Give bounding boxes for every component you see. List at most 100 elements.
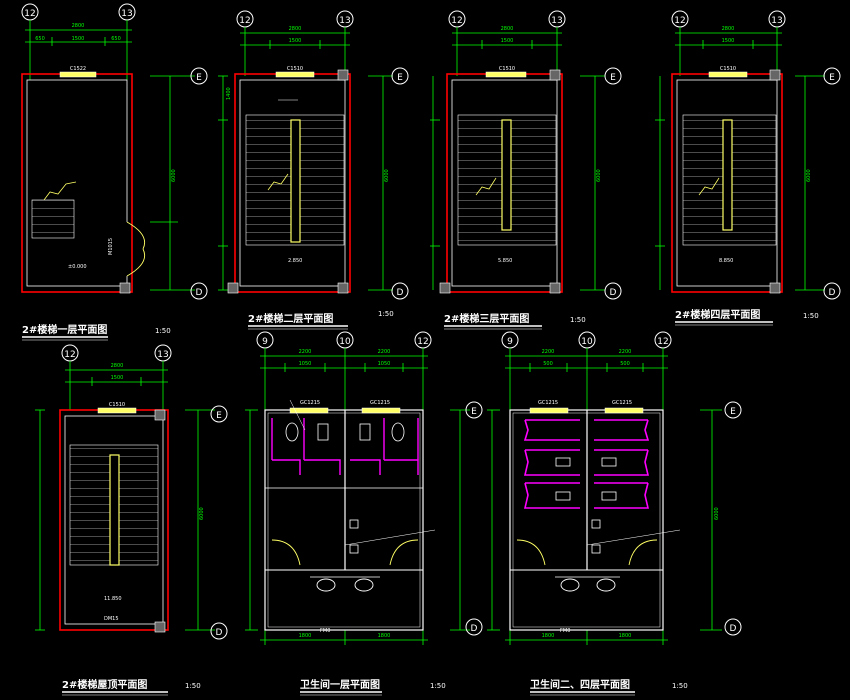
axis-label: E	[216, 411, 222, 421]
axis-label: 9	[507, 337, 513, 347]
sink	[316, 578, 336, 592]
axis-label: 10	[581, 337, 593, 347]
interior-outline	[26, 79, 128, 287]
axis-label: 13	[121, 9, 132, 19]
axis-label: D	[397, 288, 404, 298]
break-line	[43, 181, 77, 201]
window-tag: GC1215	[538, 400, 558, 406]
squat-toilet	[555, 491, 571, 501]
plan-title: 2#楼梯二层平面图	[248, 312, 333, 325]
axis-label: D	[730, 624, 737, 634]
axis-bubble	[190, 67, 208, 85]
plan-scale: 1:50	[185, 682, 201, 690]
plan-toilet-floor-2-4: 9 10 12 2200 2200 500 500 1800 1800 6000…	[487, 331, 742, 696]
door-swing	[271, 539, 301, 566]
window-c1510	[275, 71, 315, 78]
squat-toilet	[601, 457, 617, 467]
dim-text: 2800	[289, 26, 302, 32]
plan-scale: 1:50	[378, 310, 394, 318]
axis-label: E	[196, 73, 202, 83]
squat-toilet	[601, 491, 617, 501]
dim-text: 650	[35, 36, 45, 42]
dim-text: 1500	[501, 38, 514, 44]
column	[119, 282, 131, 294]
door-tag: FM0	[560, 628, 570, 634]
axis-label: 12	[239, 16, 250, 26]
axis-label: 12	[24, 9, 35, 19]
plan-scale: 1:50	[570, 316, 586, 324]
dimension-lines	[25, 20, 195, 291]
axis-label: 9	[262, 337, 268, 347]
door-tag: FM0	[320, 628, 330, 634]
sink	[560, 578, 580, 592]
window-tag: C1522	[70, 66, 86, 72]
stair-flight	[31, 199, 75, 239]
axis-label: E	[397, 73, 403, 83]
door-swing	[126, 221, 146, 277]
dim-text: 2800	[72, 23, 85, 29]
stall-partitions	[272, 459, 419, 475]
dim-text: 6000	[171, 169, 177, 182]
door-swing	[389, 539, 419, 566]
plan-title: 2#楼梯三层平面图	[444, 312, 529, 325]
plan-title: 卫生间二、四层平面图	[530, 678, 630, 691]
dim-text: 6000	[596, 169, 602, 182]
axis-label: E	[610, 73, 616, 83]
window-tag: C1510	[720, 66, 736, 72]
dim-text: 650	[111, 36, 121, 42]
door-tag: DM15	[104, 616, 119, 622]
plan-title: 2#楼梯屋顶平面图	[62, 678, 147, 691]
axis-label: 12	[64, 350, 75, 360]
plan-stair-floor-3: 12 13 2800 1500 6000 E D C1510 5.850 2#楼…	[430, 10, 622, 330]
dim-text: 6000	[714, 507, 720, 520]
axis-label: D	[216, 628, 223, 638]
dim-text: 1800	[378, 633, 391, 639]
dim-text: 1500	[289, 38, 302, 44]
dim-text: 2200	[299, 349, 312, 355]
axis-label: D	[196, 288, 203, 298]
dim-text: 1400	[226, 87, 232, 100]
dim-text: 1800	[619, 633, 632, 639]
dim-text: 1800	[299, 633, 312, 639]
plan-scale: 1:50	[672, 682, 688, 690]
exterior-wall	[21, 73, 133, 293]
toilet-fixture	[285, 422, 299, 442]
dim-text: 6000	[806, 169, 812, 182]
elevation-tag: ±0.000	[68, 264, 87, 270]
window-tag: GC1215	[300, 400, 320, 406]
plan-toilet-floor-1: 9 10 12 2200 2200 1050 1050 1800 1800 E …	[245, 331, 483, 696]
plan-title: 卫生间一层平面图	[300, 678, 380, 691]
dim-text: 1500	[722, 38, 735, 44]
axis-label: 13	[551, 16, 562, 26]
window-tag: C1510	[109, 402, 125, 408]
axis-label: E	[829, 73, 835, 83]
dim-text: 500	[620, 361, 630, 367]
plan-stair-floor-1: 12 13 2800 650 1500 650 6000 E D C1522	[21, 3, 208, 341]
dim-text: 2200	[619, 349, 632, 355]
plan-stair-floor-4: 12 13 2800 1500 6000 E D C1510 8.850 2#楼…	[655, 10, 841, 326]
window-c1522	[59, 71, 97, 78]
dim-text: 6000	[199, 507, 205, 520]
axis-label: 13	[157, 350, 168, 360]
dim-text: 1050	[299, 361, 312, 367]
plan-stair-floor-2: 12 13 2800 1500 1400 6000 E D C1510	[218, 10, 409, 330]
dim-text: 2800	[501, 26, 514, 32]
elevation-tag: 8.850	[719, 258, 733, 264]
door-swing	[628, 539, 658, 566]
dim-text: 1800	[542, 633, 555, 639]
plan-scale: 1:50	[155, 327, 171, 335]
dim-text: 1500	[111, 375, 124, 381]
handrail	[290, 119, 301, 243]
plan-scale: 1:50	[803, 312, 819, 320]
door-tag: M1015	[108, 238, 114, 255]
dim-text: 2200	[542, 349, 555, 355]
window-tag: GC1215	[370, 400, 390, 406]
axis-label: 12	[451, 16, 462, 26]
dim-text: 500	[543, 361, 553, 367]
window-tag: C1510	[499, 66, 515, 72]
elevation-tag: 11.850	[104, 596, 122, 602]
elevation-tag: 5.850	[498, 258, 512, 264]
plan-scale: 1:50	[430, 682, 446, 690]
dim-text: 2200	[378, 349, 391, 355]
